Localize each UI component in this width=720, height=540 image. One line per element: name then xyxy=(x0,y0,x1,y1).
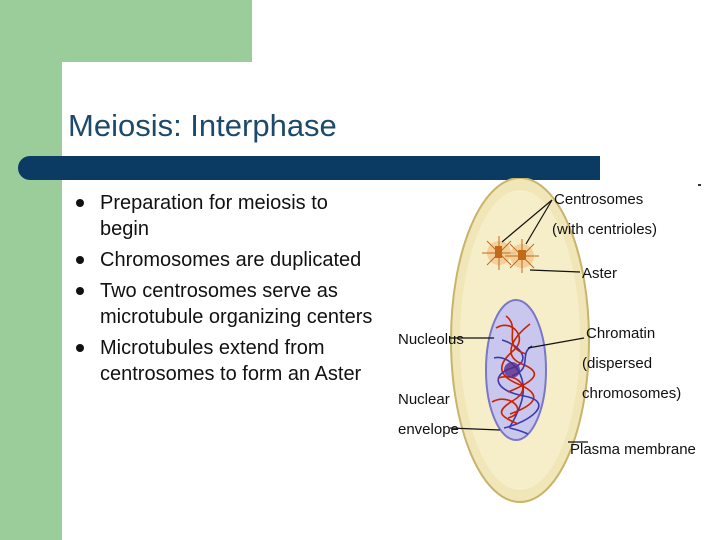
bullet-text: Chromosomes are duplicated xyxy=(100,249,362,271)
bullet-dot-icon xyxy=(76,344,84,352)
bullet-dot-icon xyxy=(76,287,84,295)
bullet-item: Microtubules extend from centrosomes to … xyxy=(74,335,374,387)
bullet-text: Preparation for meiosis to begin xyxy=(100,192,328,240)
centrosome-left-icon xyxy=(482,236,516,270)
bullet-item: Preparation for meiosis to begin xyxy=(74,190,374,242)
slide-panel xyxy=(62,62,720,540)
label-nuclear: Nuclear xyxy=(398,391,450,408)
label-centrosomes: Centrosomes xyxy=(554,191,643,208)
bullet-dot-icon xyxy=(76,199,84,207)
label-envelope: envelope xyxy=(398,421,459,438)
bullet-dot-icon xyxy=(76,256,84,264)
label-nucleolus: Nucleolus xyxy=(398,331,464,348)
title-underline-bar xyxy=(18,156,600,180)
bullet-item: Two centrosomes serve as microtubule org… xyxy=(74,278,374,330)
label-dispersed: (dispersed xyxy=(582,355,652,372)
slide-title: Meiosis: Interphase xyxy=(68,108,337,143)
label-chromatin: Chromatin xyxy=(586,325,655,342)
decorative-green-left xyxy=(0,0,62,540)
nucleolus-shape xyxy=(504,362,520,378)
centrosome-right-icon xyxy=(505,239,539,273)
bullet-item: Chromosomes are duplicated xyxy=(74,247,374,273)
label-with-centrioles: (with centrioles) xyxy=(552,221,657,238)
cell-diagram: Centrosomes (with centrioles) Aster Nucl… xyxy=(398,178,696,503)
leader-lines xyxy=(449,199,588,443)
label-aster: Aster xyxy=(582,265,617,282)
decorative-dash xyxy=(698,184,701,186)
label-chromosomes: chromosomes) xyxy=(582,385,681,402)
bullet-text: Microtubules extend from centrosomes to … xyxy=(100,337,362,385)
bullet-text: Two centrosomes serve as microtubule org… xyxy=(100,280,373,328)
label-plasma-membrane: Plasma membrane xyxy=(570,441,696,458)
bullet-list: Preparation for meiosis to begin Chromos… xyxy=(74,190,374,392)
